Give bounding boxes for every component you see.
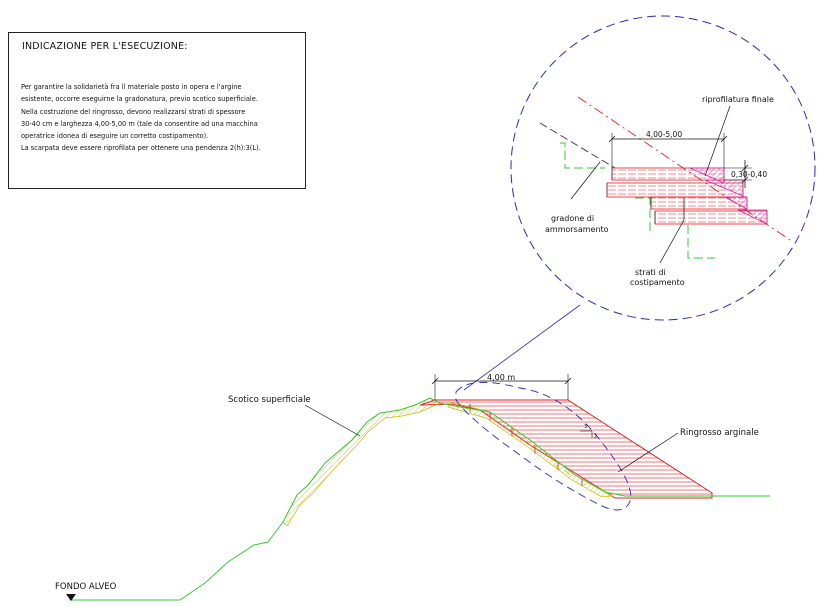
notes-line: esistente, occorre eseguirne la gradonat… [21,95,258,104]
strati-label-line1: strati di [635,268,666,277]
toe-ticks [554,464,607,493]
slope-side-label: 2 [594,434,597,440]
detail-circle [510,15,816,321]
notes-title: INDICAZIONE PER L'ESECUZIONE: [22,41,188,52]
width-dim-tick [608,135,616,143]
notes-line: La scarpata deve essere riprofilata per … [21,144,261,153]
notes-line: operatrice idonea di eseguire un corrett… [21,132,209,141]
riprofilatura-label: riprofilatura finale [702,95,774,104]
slope-top-label: 3 [584,424,587,430]
ringrosso-body [419,399,713,499]
strati-label-line2: costipamento [630,278,685,287]
thickness-dim-tick [741,176,749,184]
width-dim-label: 4,00-5,00 [646,130,682,139]
ground-profile-line [70,397,770,601]
ringrosso-leader [617,432,679,473]
gradone-label-line2: ammorsamento [545,225,609,234]
riprofilatura-wedge-3 [724,196,748,210]
strati-leader [659,219,685,264]
existing-profile-line [539,122,616,169]
thickness-dim-label: 0,30-0,40 [731,170,767,179]
riprofilatura-wedge-1 [689,167,725,184]
width-dim-tick [720,135,728,143]
crest-dim-label: 4,00 m [487,373,515,382]
notes-body: Per garantire la solidarietà fra il mate… [21,81,303,155]
stepped-ground-line [560,142,715,259]
thickness-dim-tick [741,164,749,172]
detail-view: 4,00-5,00 0,30-0,40 riprofilatura finale… [539,95,791,287]
ringrosso-label: Ringrosso arginale [680,428,759,438]
fondo-alveo-marker [66,594,76,601]
riprofilatura-wedge-4 [737,209,768,225]
scotico-leader [304,404,361,437]
execution-notes-box: INDICAZIONE PER L'ESECUZIONE: Per garant… [8,32,306,189]
layer-edges [606,168,656,224]
gradone-label-line1: gradone di [551,214,594,223]
scotico-strip-left [282,397,441,527]
riprofilatura-leader [704,105,731,177]
gradone-leader [570,161,601,200]
crest-dim-tick [431,377,439,385]
detail-leader-line [463,304,581,391]
notes-line: Per garantire la solidarietà fra il mate… [21,83,242,91]
scotico-label: Scotico superficiale [228,395,311,405]
notes-line: 30-40 cm e larghezza 4,00-5,00 m (tale d… [21,119,258,128]
gradoni-steps [469,404,583,486]
crest-dim-tick [564,377,572,385]
notes-line: Nella costruzione del ringrosso, devono … [21,107,246,116]
fondo-alveo-label: FONDO ALVEO [55,582,117,592]
detail-marker-ellipse [455,381,632,511]
